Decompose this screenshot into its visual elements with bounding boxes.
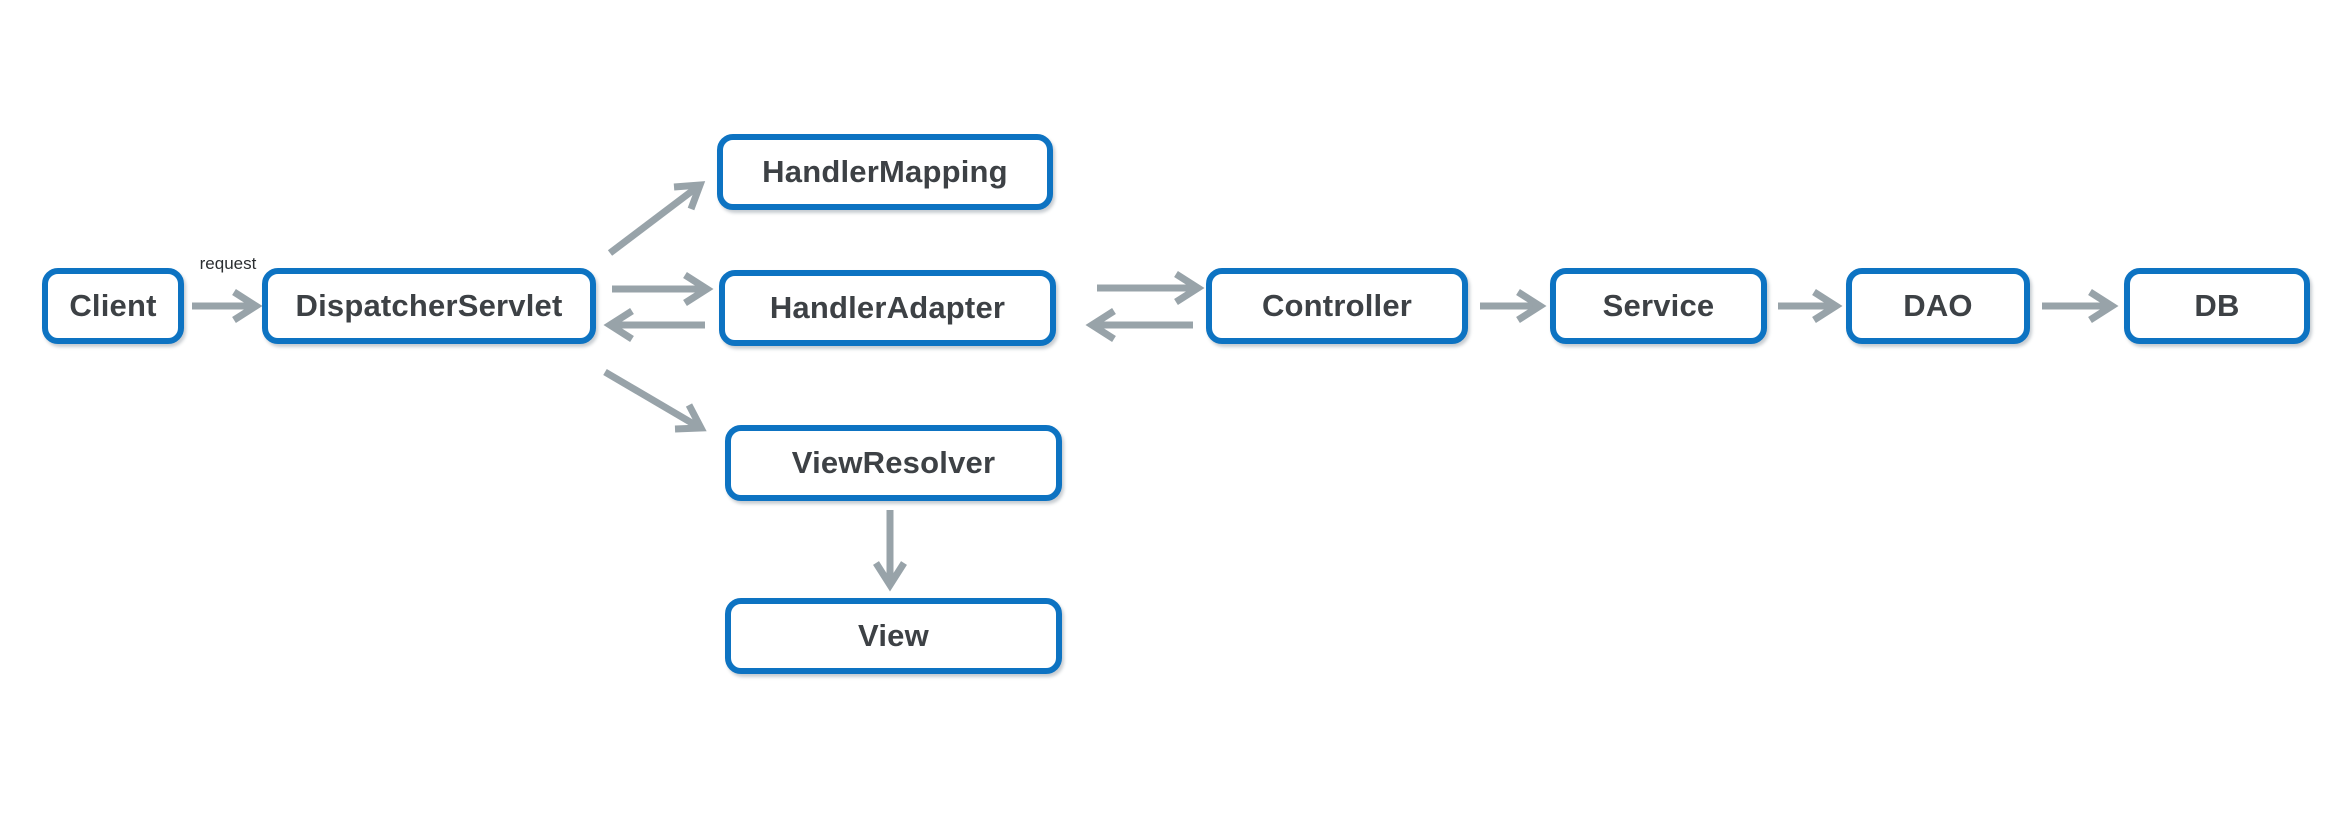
node-service: Service (1550, 268, 1767, 344)
arrow-client-to-dispatcherservlet (192, 289, 263, 323)
arrow-controller-to-handleradapter (1085, 308, 1193, 342)
arrow-viewresolver-to-view (873, 510, 907, 592)
arrow-dispatcherservlet-to-viewresolver (603, 368, 707, 433)
arrow-service-to-dao (1778, 289, 1843, 323)
node-db: DB (2124, 268, 2310, 344)
node-dao: DAO (1846, 268, 2030, 344)
arrow-controller-to-service (1480, 289, 1547, 323)
node-client: Client (42, 268, 184, 344)
arrow-handleradapter-to-controller (1097, 271, 1205, 305)
arrow-handleradapter-to-dispatcherservlet (603, 308, 705, 342)
arrow-dispatcherservlet-to-handlermapping (607, 181, 706, 256)
arrow-dao-to-db (2042, 289, 2119, 323)
node-view: View (725, 598, 1062, 674)
node-controller: Controller (1206, 268, 1468, 344)
arrow-dispatcherservlet-to-handleradapter (612, 272, 714, 306)
node-view-resolver: ViewResolver (725, 425, 1062, 501)
node-handler-mapping: HandlerMapping (717, 134, 1053, 210)
node-dispatcher-servlet: DispatcherServlet (262, 268, 596, 344)
edge-label-request: request (199, 254, 257, 273)
node-handler-adapter: HandlerAdapter (719, 270, 1056, 346)
